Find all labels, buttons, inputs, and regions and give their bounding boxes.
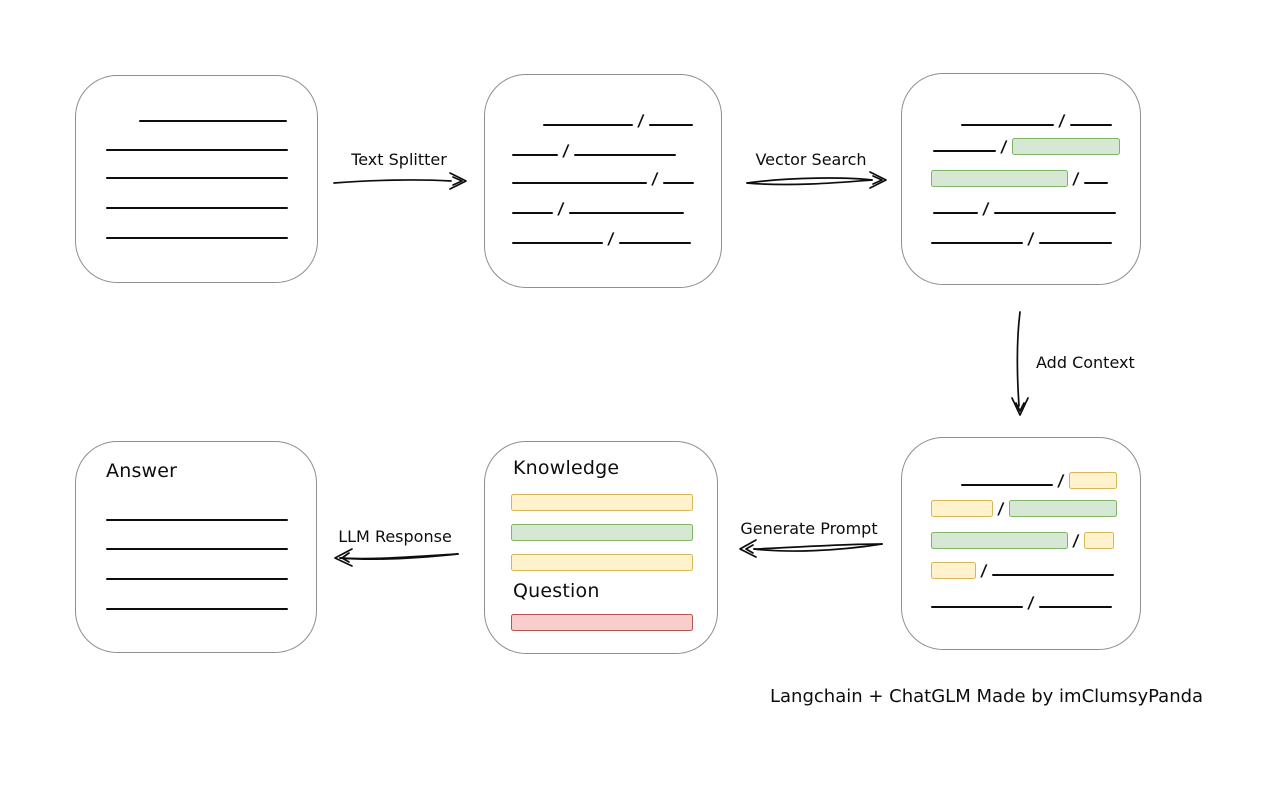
yellow-highlight-chip	[511, 554, 693, 571]
text-line-segment	[106, 177, 288, 179]
text-row	[106, 149, 288, 154]
text-line-segment	[933, 212, 978, 214]
vector-matched-chunks: / / / / /	[901, 73, 1141, 285]
text-line-segment	[961, 124, 1054, 126]
text-row: /	[933, 199, 1116, 218]
add-context-arrow	[1011, 311, 1029, 416]
add-context-label: Add Context	[1036, 353, 1135, 372]
generate-prompt-arrow	[739, 539, 883, 558]
text-line-segment	[662, 182, 694, 184]
text-row: /	[931, 169, 1108, 188]
text-line-segment	[106, 207, 288, 209]
text-line-segment	[139, 120, 287, 122]
text-line-segment	[961, 484, 1053, 486]
diagram-caption: Langchain + ChatGLM Made by imClumsyPand…	[770, 686, 1204, 707]
green-highlight-chip	[1008, 500, 1117, 517]
text-row	[106, 548, 288, 553]
text-line-segment	[106, 608, 288, 610]
text-row	[106, 578, 288, 583]
context-chunks: / / / / /	[901, 437, 1141, 650]
text-row: /	[961, 471, 1117, 490]
text-row: /	[931, 561, 1114, 580]
text-line-segment	[931, 606, 1023, 608]
text-line-segment	[618, 242, 691, 244]
text-row: /	[931, 229, 1112, 248]
text-row: /	[933, 137, 1120, 156]
yellow-highlight-chip	[931, 562, 976, 579]
text-row: /	[512, 229, 691, 248]
text-row	[511, 494, 693, 511]
text-row	[106, 237, 288, 242]
vector-search-label: Vector Search	[755, 150, 867, 169]
text-line-segment	[648, 124, 693, 126]
box-title: Question	[513, 580, 600, 602]
green-highlight-chip	[931, 532, 1068, 549]
text-line-segment	[1083, 182, 1108, 184]
text-line-segment	[1038, 606, 1112, 608]
text-row: /	[543, 111, 693, 130]
text-line-segment	[1069, 124, 1112, 126]
yellow-highlight-chip	[931, 500, 993, 517]
text-row	[106, 207, 288, 212]
text-line-segment	[991, 574, 1114, 576]
text-splitter-label: Text Splitter	[351, 150, 447, 169]
text-line-segment	[512, 154, 558, 156]
green-highlight-chip	[931, 170, 1068, 187]
text-line-segment	[933, 150, 996, 152]
llm-response-arrow	[334, 548, 459, 567]
generate-prompt-label: Generate Prompt	[740, 519, 878, 538]
text-line-segment	[1038, 242, 1112, 244]
text-line-segment	[106, 578, 288, 580]
text-row	[139, 120, 287, 125]
red-highlight-chip	[511, 614, 693, 631]
text-row: Knowledge	[513, 457, 619, 480]
text-line-segment	[573, 154, 676, 156]
text-line-segment	[512, 212, 553, 214]
green-highlight-chip	[511, 524, 693, 541]
split-text-chunks: / / / / /	[484, 74, 722, 288]
text-row: /	[512, 141, 676, 160]
text-row: /	[961, 111, 1112, 130]
vector-search-arrow	[746, 171, 887, 189]
text-row	[106, 608, 288, 613]
text-row: /	[931, 531, 1114, 550]
text-line-segment	[106, 237, 288, 239]
text-line-segment	[568, 212, 684, 214]
text-row	[106, 177, 288, 182]
text-line-segment	[106, 519, 288, 521]
text-row	[511, 524, 693, 541]
text-row	[511, 614, 693, 631]
text-line-segment	[512, 242, 603, 244]
source-document	[75, 75, 318, 283]
yellow-highlight-chip	[511, 494, 693, 511]
green-highlight-chip	[1011, 138, 1120, 155]
llm-response-label: LLM Response	[338, 527, 452, 546]
text-line-segment	[993, 212, 1116, 214]
yellow-highlight-chip	[1083, 532, 1114, 549]
box-title: Knowledge	[513, 457, 620, 479]
text-row	[511, 554, 693, 571]
text-line-segment	[106, 149, 288, 151]
text-row: /	[512, 169, 694, 188]
text-row	[106, 519, 288, 524]
text-row: Answer	[106, 460, 177, 483]
text-row: /	[931, 499, 1117, 518]
text-row: Question	[513, 580, 600, 603]
yellow-highlight-chip	[1068, 472, 1117, 489]
text-splitter-arrow	[333, 172, 467, 190]
answer-box: Answer	[75, 441, 317, 653]
text-row: /	[931, 593, 1112, 612]
text-line-segment	[106, 548, 288, 550]
box-title: Answer	[106, 460, 178, 482]
text-line-segment	[543, 124, 633, 126]
text-line-segment	[931, 242, 1023, 244]
text-row: /	[512, 199, 684, 218]
text-line-segment	[512, 182, 647, 184]
